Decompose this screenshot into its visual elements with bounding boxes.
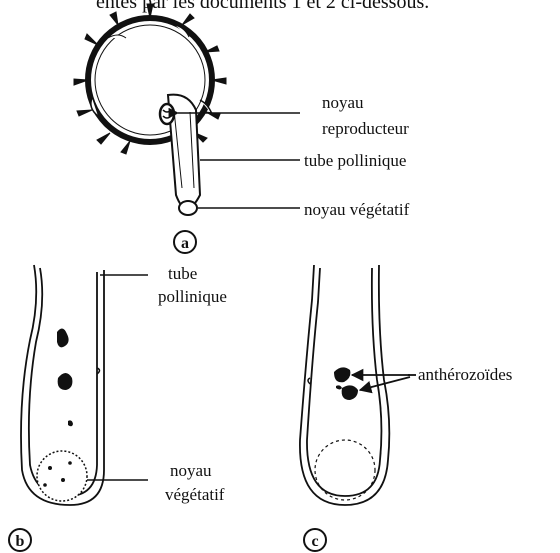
label-noyau: noyau xyxy=(322,93,364,112)
nuclei-b xyxy=(57,328,73,426)
label-tube-b: tube xyxy=(168,264,197,283)
antherozoides-c xyxy=(334,367,358,400)
label-reproducteur: reproducteur xyxy=(322,119,409,138)
label-noyau-b: noyau xyxy=(170,461,212,480)
caption-a: a xyxy=(181,235,189,252)
figure-b: tube pollinique noyau végétatif b xyxy=(9,264,227,551)
figure-c: anthérozoïdes c xyxy=(300,265,512,551)
caption-b: b xyxy=(16,533,25,550)
figure-a: noyau reproducteur tube pollinique noyau… xyxy=(74,4,410,253)
caption-c: c xyxy=(311,533,318,550)
pollen-spines xyxy=(74,4,226,154)
label-antherozoides: anthérozoïdes xyxy=(418,365,512,384)
noyau-vegetatif-b xyxy=(37,451,87,501)
label-tube-pollinique-a: tube pollinique xyxy=(304,151,406,170)
label-vegetatif-b: végétatif xyxy=(165,485,225,504)
label-pollinique-b: pollinique xyxy=(158,287,227,306)
noyau-reproducteur-a xyxy=(160,104,174,124)
noyau-vegetatif-a xyxy=(179,201,197,215)
label-noyau-vegetatif-a: noyau végétatif xyxy=(304,200,410,219)
header-fragment-text: entés par les documents 1 et 2 ci-dessou… xyxy=(96,0,429,13)
tube-notch-c xyxy=(308,378,310,384)
